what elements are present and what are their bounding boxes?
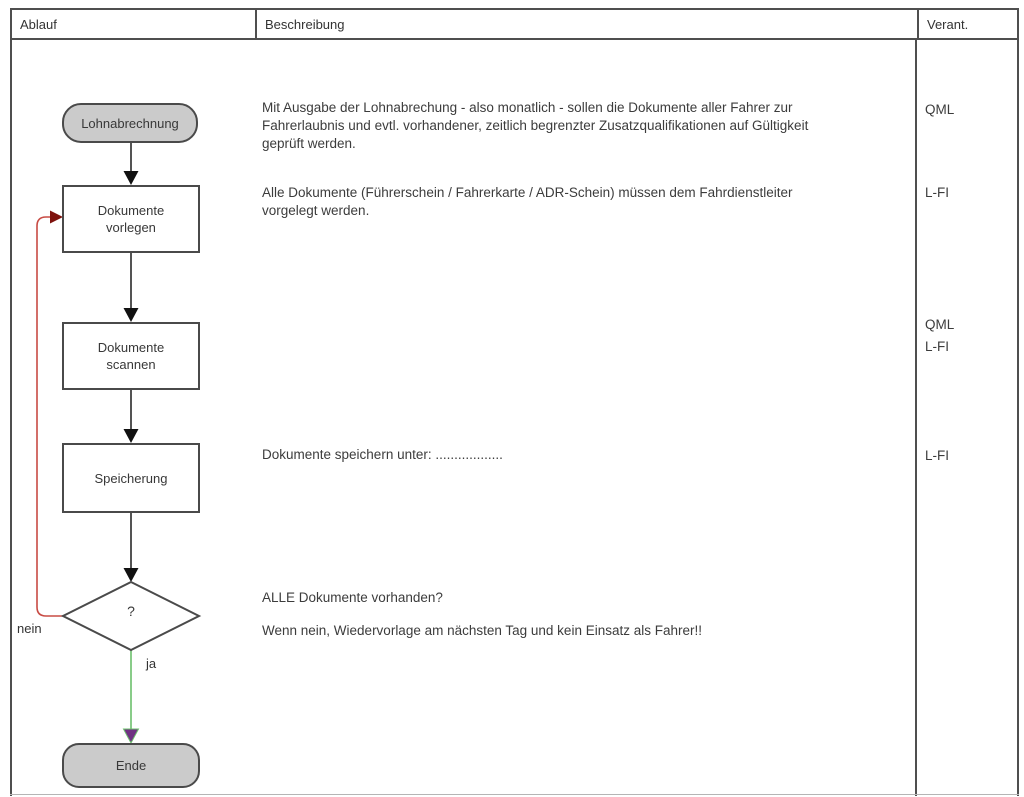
decision-question-mark: ?: [127, 603, 135, 619]
flow-step-dokumente-scannen: Dokumente scannen: [62, 322, 200, 390]
table-border-verant-separator: [915, 40, 917, 796]
arrow-nein-loop: [36, 210, 63, 617]
arrow-ja-to-ende: [122, 650, 140, 745]
column-header-beschreibung: Beschreibung: [257, 10, 919, 38]
edge-label-nein: nein: [17, 621, 42, 636]
arrow-start-to-vorlegen: [123, 143, 139, 185]
verant-row4: L-FI: [925, 448, 950, 463]
arrow-speicherung-to-decision: [123, 513, 139, 582]
verant-row3: QML L-FI: [925, 317, 955, 354]
table-border-bottom: [10, 794, 1019, 795]
table-border-right: [1017, 40, 1019, 796]
arrow-vorlegen-to-scannen: [123, 253, 139, 322]
description-decision-note: Wenn nein, Wiedervorlage am nächsten Tag…: [262, 623, 702, 638]
table-border-left: [10, 40, 12, 796]
description-speicherung: Dokumente speichern unter: .............…: [262, 447, 503, 462]
edge-label-ja: ja: [146, 656, 157, 671]
description-vorlegen: Alle Dokumente (Führerschein / Fahrerkar…: [262, 185, 793, 218]
arrow-scannen-to-speicherung: [123, 390, 139, 443]
verant-row2: L-FI: [925, 185, 950, 200]
verant-row1: QML: [925, 102, 955, 117]
table-header-row: Ablauf Beschreibung Verant.: [10, 8, 1019, 40]
flow-step-dokumente-vorlegen: Dokumente vorlegen: [62, 185, 200, 253]
description-lohnabrechnung: Mit Ausgabe der Lohnabrechung - also mon…: [262, 100, 809, 151]
column-header-ablauf: Ablauf: [12, 10, 257, 38]
flow-step-speicherung: Speicherung: [62, 443, 200, 513]
flow-start-lohnabrechnung: Lohnabrechnung: [62, 103, 198, 143]
flow-end-ende: Ende: [62, 743, 200, 788]
description-decision-question: ALLE Dokumente vorhanden?: [262, 590, 443, 605]
column-header-verant: Verant.: [927, 16, 969, 32]
